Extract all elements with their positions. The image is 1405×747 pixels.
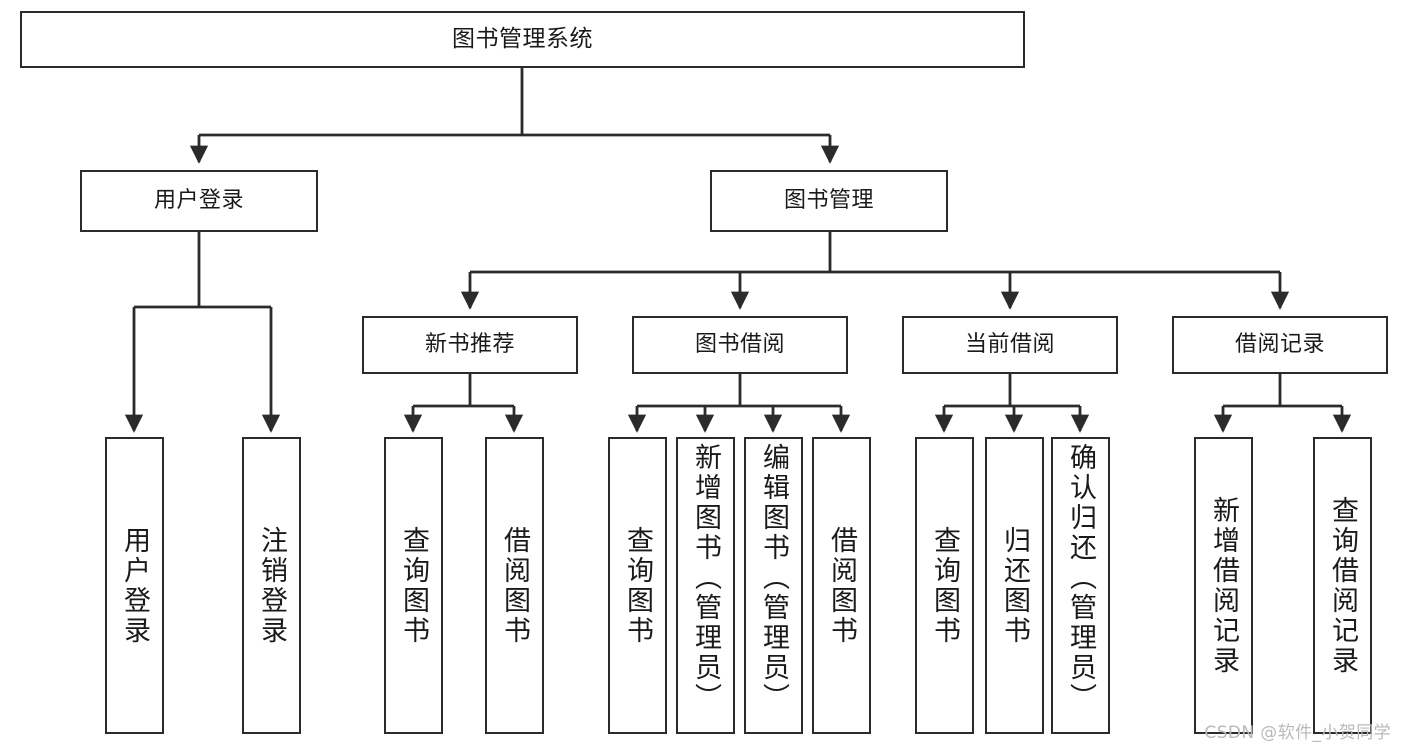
node-new-book-recommend[interactable]: 新书推荐 [362,316,578,374]
node-book-manage[interactable]: 图书管理 [710,170,948,232]
node-label: 图书管理系统 [452,25,593,52]
leaf-add-book[interactable]: 新增图书（管理员） [676,437,735,734]
leaf-confirm-return[interactable]: 确认归还（管理员） [1051,437,1110,734]
node-current-borrow[interactable]: 当前借阅 [902,316,1118,374]
leaf-logout[interactable]: 注销登录 [242,437,301,734]
leaf-query-book-1[interactable]: 查询图书 [384,437,443,734]
node-borrow-record[interactable]: 借阅记录 [1172,316,1388,374]
node-label: 借阅记录 [1234,332,1325,358]
node-book-borrow[interactable]: 图书借阅 [632,316,848,374]
node-label: 新增图书（管理员） [690,443,721,713]
leaf-query-record[interactable]: 查询借阅记录 [1313,437,1372,734]
node-label: 注销登录 [256,525,287,646]
node-label: 查询图书 [398,525,429,646]
leaf-add-record[interactable]: 新增借阅记录 [1194,437,1253,734]
leaf-borrow-book-2[interactable]: 借阅图书 [812,437,871,734]
node-label: 查询图书 [622,525,653,646]
node-label: 借阅图书 [826,525,857,646]
leaf-query-book-2[interactable]: 查询图书 [608,437,667,734]
node-label: 图书借阅 [694,332,785,358]
node-label: 用户登录 [119,525,150,646]
node-label: 当前借阅 [964,332,1055,358]
node-label: 新增借阅记录 [1208,495,1239,676]
node-label: 用户登录 [153,188,244,214]
node-root-system[interactable]: 图书管理系统 [20,11,1025,68]
node-label: 借阅图书 [499,525,530,646]
node-label: 确认归还（管理员） [1065,443,1096,713]
node-label: 查询图书 [929,525,960,646]
leaf-borrow-book-1[interactable]: 借阅图书 [485,437,544,734]
node-label: 归还图书 [999,525,1030,646]
watermark: CSDN @软件_小贺同学 [1204,723,1391,743]
leaf-return-book[interactable]: 归还图书 [985,437,1044,734]
node-label: 编辑图书（管理员） [758,443,789,713]
leaf-edit-book[interactable]: 编辑图书（管理员） [744,437,803,734]
node-label: 查询借阅记录 [1327,495,1358,676]
leaf-user-login[interactable]: 用户登录 [105,437,164,734]
leaf-query-book-3[interactable]: 查询图书 [915,437,974,734]
node-label: 新书推荐 [424,332,515,358]
node-label: 图书管理 [783,188,874,214]
node-user-login[interactable]: 用户登录 [80,170,318,232]
